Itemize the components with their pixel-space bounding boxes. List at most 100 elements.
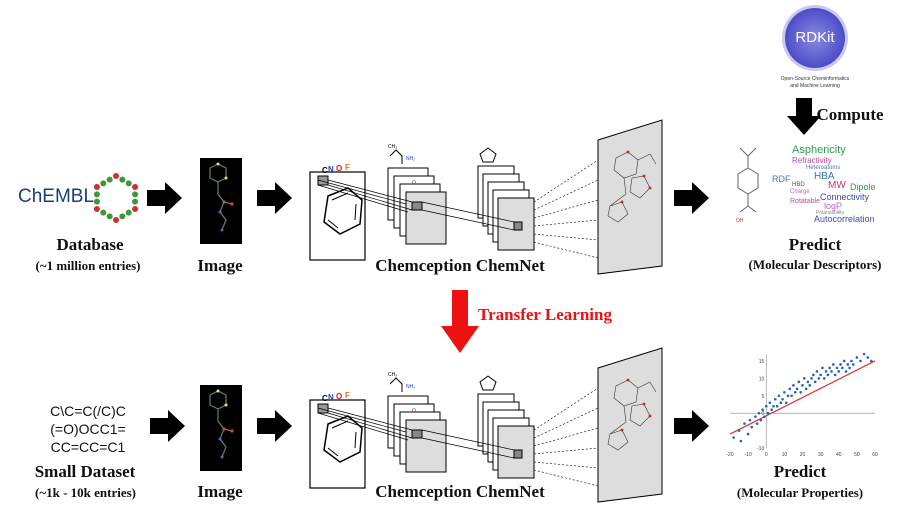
x-tick-label: 10 xyxy=(782,452,788,458)
chemception-network-diagram: C N O F CH₃ NH₂ O xyxy=(309,144,599,261)
fit-line xyxy=(729,360,876,435)
x-tick-label: 40 xyxy=(836,452,842,458)
data-point xyxy=(775,404,779,408)
svg-text:F: F xyxy=(345,163,350,172)
word-heteroatoms: Heteroatoms xyxy=(806,165,841,171)
data-point xyxy=(783,390,786,394)
arrow-right-icon xyxy=(674,410,709,442)
x-tick-label: 50 xyxy=(854,452,860,458)
database-subtitle: (~1 million entries) xyxy=(35,258,141,273)
data-point xyxy=(804,387,808,391)
smiles-line: CC=CC=C1 xyxy=(50,439,126,455)
predict-subtitle-bottom: (Molecular Properties) xyxy=(736,485,864,500)
svg-text:F: F xyxy=(345,391,350,400)
data-point xyxy=(846,363,850,366)
image-title-bottom: Image xyxy=(197,482,243,501)
smiles-line: (=O)OCC1= xyxy=(50,421,126,437)
hexagon-dot xyxy=(125,209,132,216)
word-refractivity: Refractivity xyxy=(792,156,832,165)
hexagon-dot xyxy=(119,176,126,183)
svg-text:O: O xyxy=(336,164,342,173)
hexagon-dot xyxy=(100,180,107,187)
y-tick-label: 10 xyxy=(759,376,765,382)
smiles-line: C\C=C(/C)C xyxy=(50,403,126,419)
data-point xyxy=(855,356,859,359)
hexagon-dot xyxy=(132,191,139,198)
molecule-graph-icon xyxy=(209,162,234,232)
molecule-graph-icon xyxy=(209,389,234,459)
data-point xyxy=(819,373,822,377)
data-point xyxy=(844,370,848,373)
rdkit-tagline-1: Open-Source Cheminformatics xyxy=(780,76,850,82)
svg-text:O: O xyxy=(412,408,416,414)
data-point xyxy=(841,366,844,370)
compute-label: Compute xyxy=(816,105,884,124)
data-point xyxy=(790,394,793,398)
network-title-bottom: Chemception ChemNet xyxy=(375,482,545,501)
rdkit-logo: RDKit xyxy=(785,8,845,68)
svg-text:CH₃: CH₃ xyxy=(388,372,397,378)
predict-subtitle-top: (Molecular Descriptors) xyxy=(748,257,882,272)
svg-text:N: N xyxy=(328,165,334,174)
data-point xyxy=(821,366,824,370)
hexagon-dot xyxy=(132,206,139,212)
predict-title-bottom: Predict xyxy=(773,462,827,481)
arrow-right-icon xyxy=(257,410,292,442)
data-point xyxy=(788,387,792,391)
svg-text:C: C xyxy=(322,394,328,403)
feature-plane xyxy=(597,347,663,503)
transfer-learning-label: Transfer Learning xyxy=(478,305,612,324)
predict-title-top: Predict xyxy=(788,235,842,254)
svg-text:NH₂: NH₂ xyxy=(406,384,415,390)
data-point xyxy=(757,411,761,415)
data-point xyxy=(810,377,813,380)
word-autocorrelation: Autocorrelation xyxy=(814,214,875,224)
y-tick-label: 15 xyxy=(759,359,765,365)
data-point xyxy=(795,387,799,391)
data-point xyxy=(781,397,784,401)
network-title-top: Chemception ChemNet xyxy=(375,256,545,275)
svg-text:C: C xyxy=(322,166,328,175)
data-point xyxy=(770,408,773,412)
data-point xyxy=(755,422,759,425)
data-point xyxy=(812,373,815,377)
rdkit-logo-text: RDKit xyxy=(795,29,835,46)
smiles-string: C\C=C(/C)C (=O)OCC1= CC=CC=C1 xyxy=(28,402,148,456)
data-point xyxy=(761,408,764,412)
word-asphericity: Asphericity xyxy=(792,144,846,156)
data-point xyxy=(824,370,828,373)
y-tick-label: -10 xyxy=(757,446,764,452)
molecule-image xyxy=(200,385,242,471)
word-logp: logP xyxy=(824,201,843,211)
x-tick-label: 60 xyxy=(872,452,878,458)
word-mw: MW xyxy=(828,180,846,191)
data-point xyxy=(808,384,812,387)
arrow-down-icon xyxy=(787,98,821,135)
data-point xyxy=(848,366,851,370)
hexagon-dot xyxy=(93,198,100,205)
molecule-image xyxy=(200,158,242,244)
arrow-right-icon xyxy=(150,410,185,442)
data-point xyxy=(750,425,754,429)
dataset-title: Small Dataset xyxy=(34,462,136,481)
data-point xyxy=(830,370,833,373)
descriptor-molecule-icon: OH xyxy=(736,147,759,224)
data-point xyxy=(803,377,806,380)
data-point xyxy=(870,359,873,363)
data-point xyxy=(766,411,770,415)
data-point xyxy=(772,404,775,408)
data-point xyxy=(832,363,835,366)
chembl-logo-text: ChEMBL xyxy=(18,186,95,207)
data-point xyxy=(743,422,746,425)
data-point xyxy=(817,377,821,380)
feature-plane xyxy=(597,119,663,275)
word-rdf: RDF xyxy=(772,174,791,184)
data-point xyxy=(763,415,766,418)
hexagon-dot xyxy=(113,173,119,179)
hexagon-dot xyxy=(106,213,113,220)
data-point xyxy=(801,384,804,387)
hexagon-dot xyxy=(100,209,107,216)
data-point xyxy=(833,373,837,377)
data-point xyxy=(815,370,819,373)
